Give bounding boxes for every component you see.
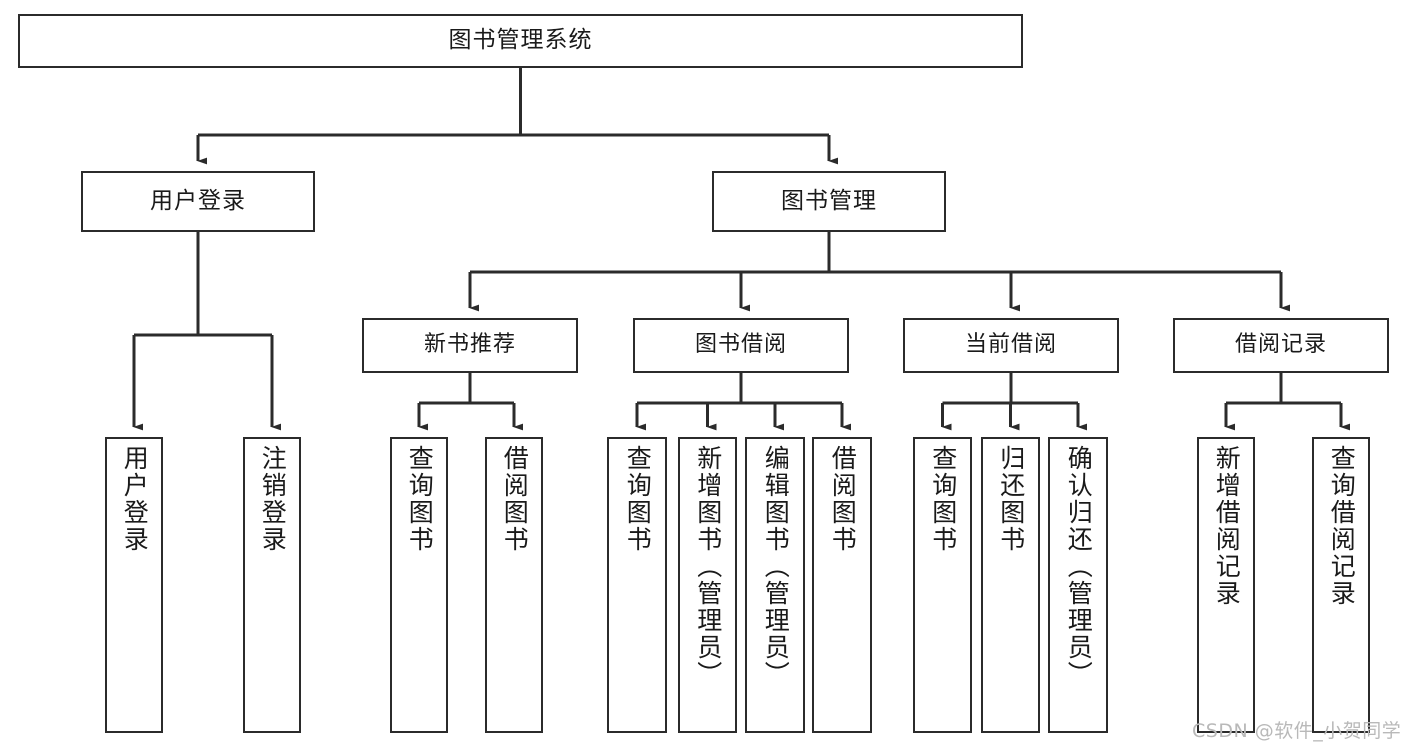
node-label: 图书管理: [781, 187, 877, 214]
node-leaf-borrow-1[interactable]: 查询图书: [607, 437, 667, 733]
node-borrow[interactable]: 图书借阅: [633, 318, 849, 373]
node-leaf-new-2[interactable]: 借阅图书: [485, 437, 543, 733]
node-leaf-cur-3[interactable]: 确认归还（管理员）: [1048, 437, 1108, 733]
edge-layer: [132, 68, 1351, 431]
node-label: 确认归还（管理员）: [1064, 445, 1094, 688]
node-leaf-cur-1[interactable]: 查询图书: [913, 437, 972, 733]
node-label: 用户登录: [120, 445, 150, 553]
node-bookmgmt[interactable]: 图书管理: [712, 171, 946, 232]
node-label: 用户登录: [150, 187, 246, 214]
node-label: 查询图书: [928, 445, 958, 553]
node-label: 查询借阅记录: [1327, 445, 1357, 607]
node-leaf-login-2[interactable]: 注销登录: [243, 437, 301, 733]
node-label: 编辑图书（管理员）: [761, 445, 791, 688]
node-current[interactable]: 当前借阅: [903, 318, 1119, 373]
node-label: 新增图书（管理员）: [693, 445, 723, 688]
node-leaf-cur-2[interactable]: 归还图书: [981, 437, 1040, 733]
node-leaf-borrow-3[interactable]: 编辑图书（管理员）: [745, 437, 805, 733]
node-label: 借阅图书: [828, 445, 858, 553]
node-label: 归还图书: [996, 445, 1026, 553]
node-label: 查询图书: [405, 445, 435, 553]
node-label: 当前借阅: [964, 332, 1057, 358]
node-label: 注销登录: [258, 445, 288, 553]
node-leaf-borrow-4[interactable]: 借阅图书: [812, 437, 872, 733]
node-label: 新书推荐: [423, 332, 516, 358]
node-leaf-borrow-2[interactable]: 新增图书（管理员）: [678, 437, 737, 733]
node-leaf-new-1[interactable]: 查询图书: [390, 437, 448, 733]
node-label: 借阅图书: [500, 445, 530, 553]
node-label: 查询图书: [623, 445, 653, 553]
node-leaf-rec-1[interactable]: 新增借阅记录: [1197, 437, 1255, 733]
node-login[interactable]: 用户登录: [81, 171, 315, 232]
node-newbook[interactable]: 新书推荐: [362, 318, 578, 373]
node-leaf-login-1[interactable]: 用户登录: [105, 437, 163, 733]
node-records[interactable]: 借阅记录: [1173, 318, 1389, 373]
node-label: 图书借阅: [694, 332, 787, 358]
node-label: 新增借阅记录: [1212, 445, 1242, 607]
node-label: 借阅记录: [1234, 332, 1327, 358]
node-root[interactable]: 图书管理系统: [18, 14, 1023, 68]
node-leaf-rec-2[interactable]: 查询借阅记录: [1312, 437, 1370, 733]
node-label: 图书管理系统: [448, 27, 593, 54]
